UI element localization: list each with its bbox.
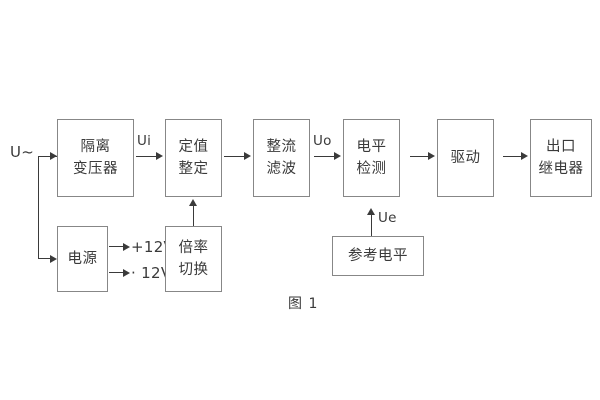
block-rectify-filter-line1: 整流 — [266, 138, 297, 155]
input-to-power-arrowhead — [50, 254, 57, 263]
setting-to-rectify-arrowhead — [244, 152, 251, 160]
block-output-relay-line2: 继电器 — [538, 161, 584, 177]
ue-signal-label: Ue — [378, 210, 397, 226]
level-to-drive-arrowhead — [428, 152, 435, 160]
block-multiplier-switch-line1: 倍率 — [178, 239, 209, 256]
multiplier-to-setting-arrowhead — [189, 199, 197, 206]
uo-signal-label: Uo — [313, 133, 332, 149]
transformer-to-setting-arrowhead — [156, 152, 163, 160]
block-setting-value[interactable]: 定值 整定 — [165, 119, 222, 197]
reference-to-level-arrowhead — [367, 208, 375, 215]
rail-negative-arrowhead — [123, 268, 130, 277]
rail-positive-label: +12V — [131, 238, 175, 256]
block-level-detect[interactable]: 电平 检测 — [343, 119, 400, 197]
rail-positive-line — [109, 246, 125, 248]
block-isolation-transformer[interactable]: 隔离 变压器 — [57, 119, 134, 197]
input-signal-label: U~ — [10, 143, 35, 161]
multiplier-to-setting-line — [192, 205, 194, 226]
block-setting-value-line1: 定值 — [178, 138, 209, 155]
rectify-to-level-line — [314, 155, 336, 157]
block-reference-level[interactable]: 参考电平 — [332, 236, 424, 276]
setting-to-rectify-line — [224, 155, 246, 157]
transformer-to-setting-line — [136, 155, 158, 157]
block-drive-line1: 驱动 — [450, 149, 481, 166]
block-multiplier-switch-line2: 切换 — [178, 262, 209, 278]
input-to-transformer-line — [38, 155, 50, 157]
rail-negative-label: · 12V — [131, 264, 172, 282]
block-isolation-transformer-line2: 变压器 — [73, 161, 118, 177]
block-multiplier-switch[interactable]: 倍率 切换 — [165, 226, 222, 292]
block-rectify-filter[interactable]: 整流 滤波 — [253, 119, 310, 197]
block-level-detect-line1: 电平 — [356, 138, 387, 155]
block-isolation-transformer-line1: 隔离 — [80, 138, 111, 155]
block-power-supply[interactable]: 电源 — [57, 226, 108, 292]
block-rectify-filter-line2: 滤波 — [266, 161, 297, 177]
block-output-relay[interactable]: 出口 继电器 — [530, 119, 592, 197]
drive-to-relay-line — [503, 155, 523, 157]
input-to-power-line — [38, 258, 50, 260]
input-branch-vertical — [38, 155, 40, 259]
level-to-drive-line — [410, 155, 430, 157]
ui-signal-label: Ui — [137, 133, 152, 149]
block-setting-value-line2: 整定 — [178, 161, 209, 177]
block-power-supply-line1: 电源 — [67, 250, 98, 267]
input-to-transformer-arrowhead — [50, 152, 57, 160]
block-level-detect-line2: 检测 — [356, 161, 387, 177]
rail-positive-arrowhead — [123, 242, 130, 251]
rail-negative-line — [109, 272, 125, 274]
reference-to-level-line — [370, 214, 372, 236]
block-output-relay-line1: 出口 — [546, 138, 576, 155]
block-reference-level-line1: 参考电平 — [348, 247, 408, 264]
block-drive[interactable]: 驱动 — [437, 119, 494, 197]
drive-to-relay-arrowhead — [521, 152, 528, 160]
rectify-to-level-arrowhead — [334, 152, 341, 160]
figure-caption: 图 1 — [288, 296, 319, 312]
